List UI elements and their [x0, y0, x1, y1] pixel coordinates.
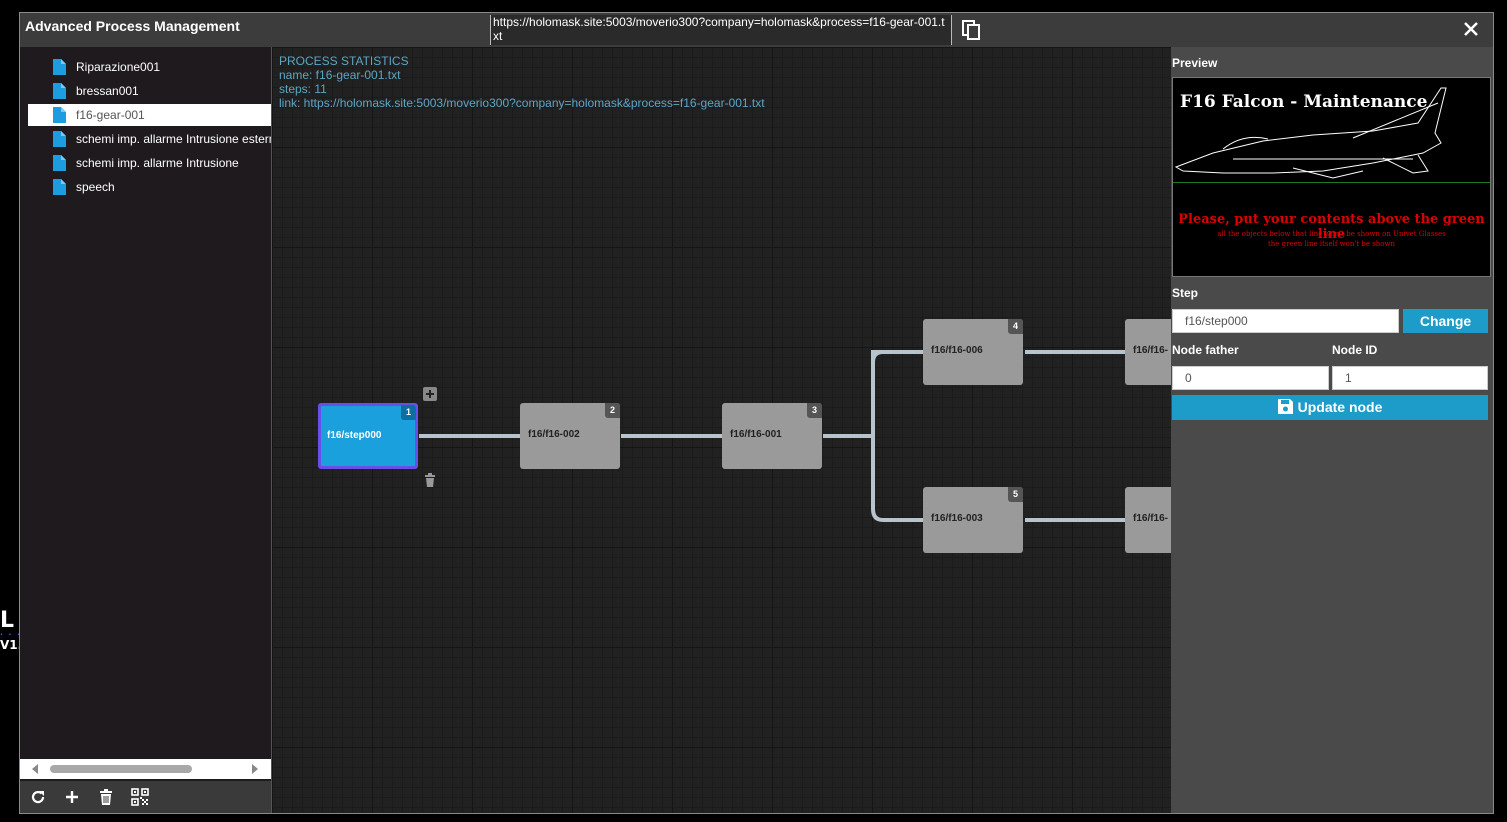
- file-icon: [53, 107, 66, 123]
- node-id-input[interactable]: [1332, 366, 1488, 390]
- node-id-badge: 1: [401, 405, 416, 420]
- delete-node-icon[interactable]: [423, 473, 437, 487]
- node-label: f16/f16-: [1133, 513, 1169, 524]
- process-node-1[interactable]: f16/step000 1: [318, 403, 418, 469]
- process-file-list: Riparazione001 bressan001 f16-gear-001 s…: [20, 47, 271, 813]
- stats-heading: PROCESS STATISTICS: [279, 54, 409, 68]
- add-child-node-icon[interactable]: [423, 387, 437, 401]
- save-icon: [1277, 399, 1293, 414]
- update-node-button[interactable]: Update node: [1172, 395, 1488, 420]
- node-label: f16/step000: [327, 430, 382, 441]
- file-list-toolbar: [20, 781, 271, 813]
- stats-name: name: f16-gear-001.txt: [279, 68, 401, 82]
- change-step-button[interactable]: Change: [1403, 309, 1488, 333]
- step-label: Step: [1172, 286, 1199, 300]
- title-bar: Advanced Process Management https://holo…: [20, 13, 1493, 47]
- stats-link: link: https://holomask.site:5003/moverio…: [279, 96, 765, 110]
- file-icon: [53, 155, 66, 171]
- scroll-left-arrow-icon[interactable]: [30, 764, 40, 774]
- file-item-speech[interactable]: speech: [28, 176, 271, 198]
- process-node-2[interactable]: f16/f16-002 2: [520, 403, 620, 469]
- file-item-label: schemi imp. allarme Intrusione esterno: [76, 132, 271, 146]
- file-item-schemi-esterno[interactable]: schemi imp. allarme Intrusione esterno: [28, 128, 271, 150]
- node-label: f16/f16-002: [528, 429, 580, 440]
- file-item-label: schemi imp. allarme Intrusione: [76, 156, 239, 170]
- process-node-3[interactable]: f16/f16-001 3: [722, 403, 822, 469]
- preview-green-line: [1173, 182, 1490, 183]
- qr-code-icon[interactable]: [131, 788, 149, 806]
- logo-dots: • • •: [0, 632, 23, 638]
- node-connections: [419, 350, 1126, 522]
- file-item-schemi-intrusione[interactable]: schemi imp. allarme Intrusione: [28, 152, 271, 174]
- node-id-badge: 4: [1008, 319, 1023, 334]
- scroll-right-arrow-icon[interactable]: [250, 764, 260, 774]
- node-label: f16/f16-003: [931, 513, 983, 524]
- node-id-badge: 2: [605, 403, 620, 418]
- trash-icon[interactable]: [97, 788, 115, 806]
- preview-warning: Please, put your contents above the gree…: [1178, 212, 1485, 242]
- process-management-dialog: Advanced Process Management https://holo…: [19, 12, 1494, 814]
- copy-icon[interactable]: [960, 19, 982, 41]
- node-father-input[interactable]: [1172, 366, 1329, 390]
- node-id-badge: 3: [807, 403, 822, 418]
- process-graph-canvas[interactable]: PROCESS STATISTICS name: f16-gear-001.tx…: [271, 47, 1171, 813]
- scrollbar-thumb[interactable]: [50, 765, 192, 773]
- node-label: f16/f16-: [1133, 345, 1169, 356]
- preview-label: Preview: [1172, 56, 1218, 70]
- stats-steps: steps: 11: [279, 82, 327, 96]
- preview-note-2: the green line itself won't be shown: [1267, 240, 1396, 248]
- file-item-f16-gear-001[interactable]: f16-gear-001: [28, 104, 271, 126]
- file-item-bressan001[interactable]: bressan001: [28, 80, 271, 102]
- refresh-icon[interactable]: [29, 788, 47, 806]
- file-icon: [53, 179, 66, 195]
- process-node-4[interactable]: f16/f16-006 4: [923, 319, 1023, 385]
- window-title: Advanced Process Management: [25, 18, 240, 34]
- node-label: f16/f16-001: [730, 429, 782, 440]
- process-node-5[interactable]: f16/f16-003 5: [923, 487, 1023, 553]
- plus-icon[interactable]: [63, 788, 81, 806]
- file-item-label: speech: [76, 180, 115, 194]
- file-icon: [53, 131, 66, 147]
- version-text: V1.: [0, 638, 23, 652]
- step-input[interactable]: [1172, 309, 1399, 333]
- file-icon: [53, 83, 66, 99]
- close-icon[interactable]: [1461, 19, 1481, 39]
- step-preview: F16 Falcon - Maintenance Please, put you…: [1172, 77, 1491, 277]
- background-logo: L • • • V1.: [0, 608, 23, 653]
- jet-drawing-icon: [1174, 87, 1447, 179]
- update-node-label: Update node: [1297, 399, 1383, 415]
- preview-title: F16 Falcon - Maintenance: [1180, 92, 1428, 112]
- node-father-label: Node father: [1172, 343, 1239, 357]
- node-label: f16/f16-006: [931, 345, 983, 356]
- preview-note-1: all the objects below that line won't be…: [1217, 230, 1446, 238]
- file-icon: [53, 59, 66, 75]
- file-item-label: bressan001: [76, 84, 139, 98]
- process-node-partial-bottom[interactable]: f16/f16-: [1125, 487, 1171, 553]
- file-item-riparazione001[interactable]: Riparazione001: [28, 56, 271, 78]
- horizontal-scrollbar[interactable]: [20, 759, 271, 779]
- node-properties-panel: Preview F16 Falcon - Maintenance Please,…: [1171, 47, 1493, 813]
- node-id-badge: 5: [1008, 487, 1023, 502]
- file-item-label: Riparazione001: [76, 60, 161, 74]
- process-statistics: PROCESS STATISTICS name: f16-gear-001.tx…: [279, 54, 765, 110]
- logo-letter: L: [0, 608, 15, 633]
- file-item-label: f16-gear-001: [76, 108, 145, 122]
- process-url[interactable]: https://holomask.site:5003/moverio300?co…: [490, 15, 952, 45]
- process-node-partial-top[interactable]: f16/f16-: [1125, 319, 1171, 385]
- node-id-label: Node ID: [1332, 343, 1378, 357]
